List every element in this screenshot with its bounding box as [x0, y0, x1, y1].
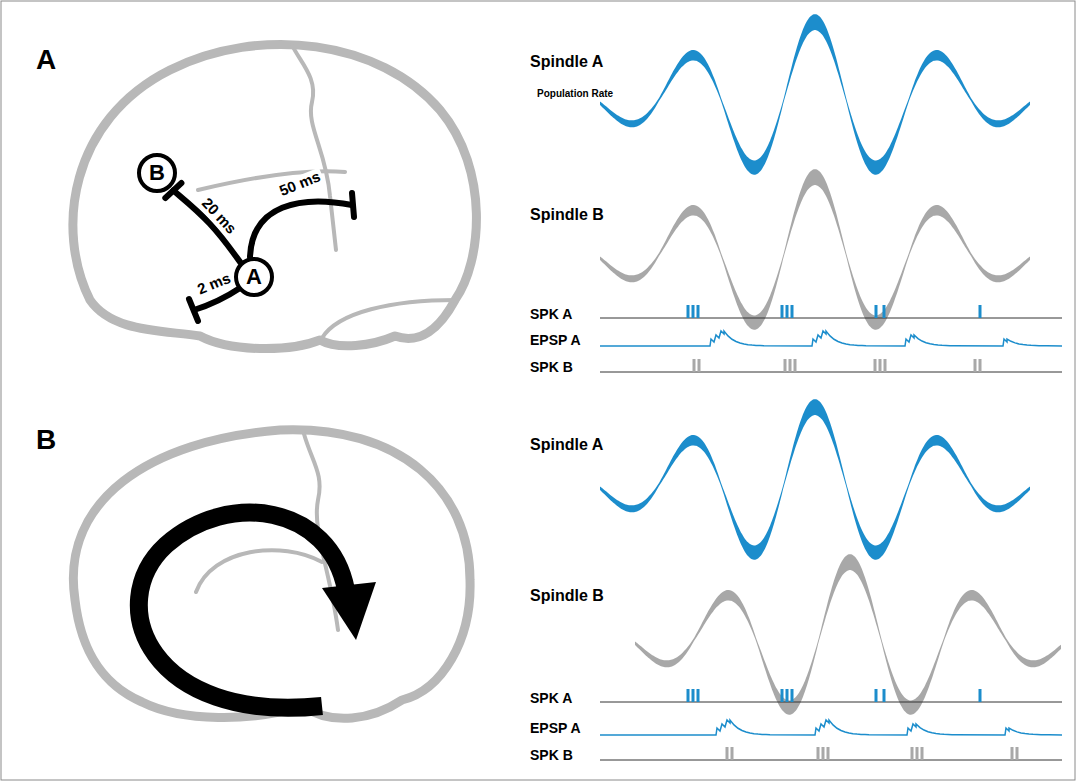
spike-tick — [698, 359, 701, 372]
spike-tick — [916, 747, 919, 760]
spike-tick — [789, 359, 792, 372]
spike-tick — [822, 747, 825, 760]
spike-tick — [979, 305, 982, 318]
spike-tick — [693, 359, 696, 372]
spike-tick — [974, 359, 977, 372]
spike-tick — [781, 305, 784, 318]
spike-tick — [791, 689, 794, 702]
delay-label: 2 ms — [193, 269, 235, 299]
spike-tick — [884, 359, 887, 372]
spike-tick — [786, 689, 789, 702]
neuron-circle: B — [137, 153, 177, 193]
trace-label: SPK A — [530, 307, 572, 322]
spike-tick — [786, 305, 789, 318]
brain-medial — [73, 430, 470, 719]
spike-tick — [883, 305, 886, 318]
spike-tick — [875, 689, 878, 702]
node-letter: A — [246, 266, 262, 288]
epsp-trace — [600, 720, 1062, 735]
trace-label: Spindle A — [530, 53, 603, 71]
epsp-trace — [600, 331, 1062, 346]
trace-label: SPK B — [530, 748, 573, 763]
spindle-trace — [600, 14, 1030, 175]
brain-lateral — [73, 44, 477, 348]
spike-tick — [874, 359, 877, 372]
spike-tick — [784, 359, 787, 372]
panel-letter: B — [36, 425, 56, 456]
trace-label: Spindle B — [530, 587, 604, 605]
traces — [600, 14, 1062, 760]
spike-tick — [979, 359, 982, 372]
delay-label: 20 ms — [197, 193, 241, 238]
trace-label: Spindle A — [530, 436, 603, 454]
panel-letter: A — [36, 45, 56, 76]
raster-axis — [600, 702, 1062, 703]
axon-branches — [189, 193, 354, 321]
delay-label: 50 ms — [275, 168, 324, 201]
axis-label: Population Rate — [537, 88, 613, 99]
spike-tick — [687, 305, 690, 318]
spike-tick — [726, 747, 729, 760]
spike-tick — [883, 689, 886, 702]
spike-tick — [817, 747, 820, 760]
spike-tick — [687, 689, 690, 702]
raster-axis — [600, 318, 1062, 319]
spike-tick — [879, 359, 882, 372]
spike-tick — [979, 689, 982, 702]
spike-tick — [1016, 747, 1019, 760]
spindle-trace — [600, 169, 1030, 330]
spike-tick — [791, 305, 794, 318]
spike-tick — [794, 359, 797, 372]
trace-label: SPK A — [530, 691, 572, 706]
propagation-arrow — [139, 513, 376, 708]
trace-label: EPSP A — [530, 721, 581, 736]
spindle-trace — [635, 554, 1061, 715]
axon-connector — [173, 191, 240, 263]
spike-tick — [731, 747, 734, 760]
spike-tick — [875, 305, 878, 318]
neuron-circle: A — [234, 257, 274, 297]
spike-tick — [827, 747, 830, 760]
node-letter: B — [149, 162, 165, 184]
spindle-trace — [600, 399, 1030, 560]
raster-axis — [600, 760, 1062, 761]
axon-group — [165, 183, 240, 262]
spike-tick — [692, 305, 695, 318]
spike-tick — [911, 747, 914, 760]
spike-tick — [697, 305, 700, 318]
spike-tick — [1011, 747, 1014, 760]
trace-label: SPK B — [530, 360, 573, 375]
spike-tick — [921, 747, 924, 760]
trace-label: EPSP A — [530, 333, 581, 348]
raster-axis — [600, 372, 1062, 373]
spike-tick — [781, 689, 784, 702]
spike-tick — [697, 689, 700, 702]
trace-label: Spindle B — [530, 206, 604, 224]
spike-tick — [692, 689, 695, 702]
